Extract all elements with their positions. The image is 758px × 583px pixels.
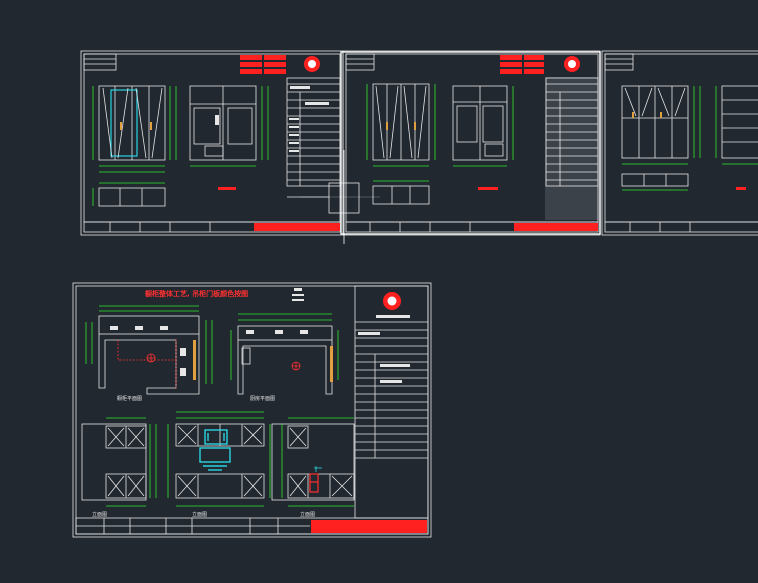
elev-label-1: 立面图 bbox=[92, 511, 107, 518]
top-sheet-row bbox=[80, 50, 758, 236]
plan-label-right: 厨房平面图 bbox=[250, 395, 275, 402]
elev-label-3: 立面图 bbox=[300, 511, 315, 518]
bottom-sheet-frame[interactable] bbox=[72, 282, 432, 538]
selection-table-highlight bbox=[545, 77, 599, 220]
sheet-c-frame[interactable] bbox=[601, 50, 758, 236]
plan-label-left: 橱柜平面图 bbox=[117, 395, 142, 402]
bottom-sheet bbox=[72, 282, 432, 538]
bottom-sheet-heading: 橱柜整体工艺, 吊柜门板颜色按图 bbox=[145, 289, 248, 298]
selection-highlight bbox=[340, 51, 601, 235]
crosshair-cursor bbox=[300, 150, 380, 244]
elev-label-2: 立面图 bbox=[192, 511, 207, 518]
